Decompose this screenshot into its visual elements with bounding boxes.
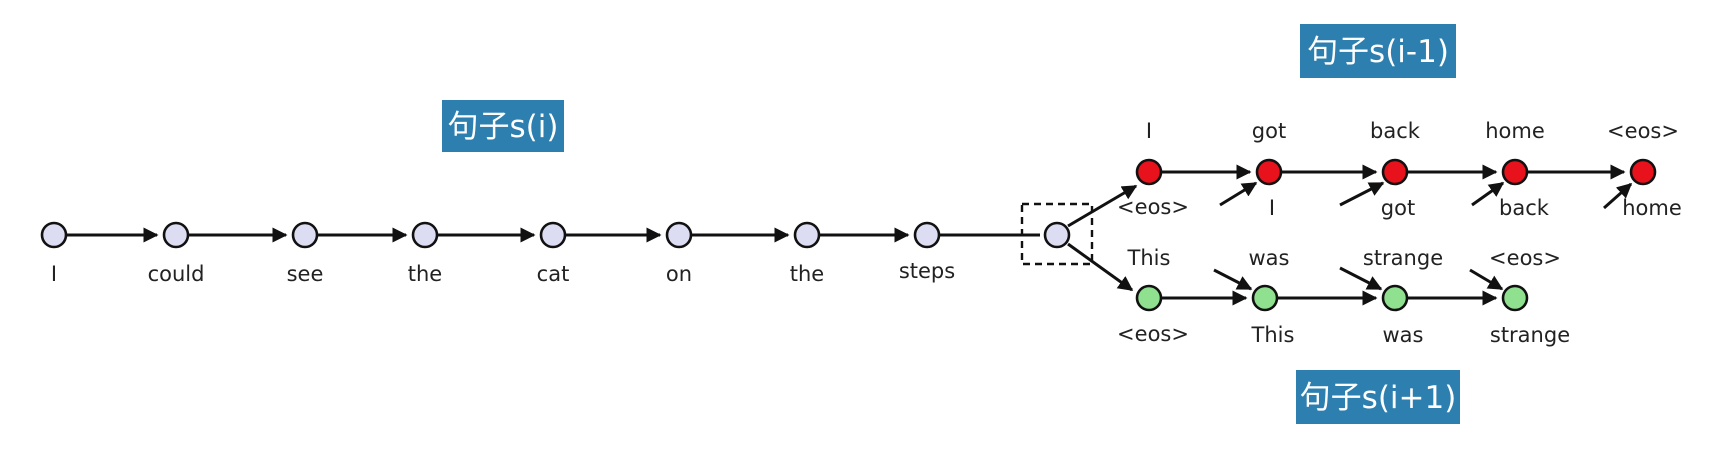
tag-sentence-i-text: 句子s(i): [448, 109, 559, 145]
decoder-prev-input-edge: [1471, 181, 1505, 207]
encoder-word: the: [408, 262, 442, 286]
decoder-next-input-word: <eos>: [1117, 322, 1189, 346]
encoder-node: [913, 221, 941, 249]
decoder-next-input-word: strange: [1490, 323, 1570, 347]
decoder-prev-node: [1501, 158, 1529, 186]
decoder-next-word: <eos>: [1489, 246, 1561, 270]
decoder-next-word: strange: [1363, 246, 1443, 270]
decoder-prev-input-words: <eos> I got back home: [1117, 195, 1682, 220]
encoder-chain: I could see the cat on the steps: [40, 221, 1040, 286]
decoder-prev-chain: I got back home <eos> <eos> I got back h…: [1117, 119, 1682, 220]
decoder-prev-word: home: [1485, 119, 1545, 143]
decoder-prev-input-word: I: [1269, 196, 1275, 220]
decoder-next-input-word: was: [1383, 323, 1424, 347]
decoder-prev-node: [1381, 158, 1409, 186]
encoder-node: [162, 221, 190, 249]
decoder-prev-top-words: I got back home <eos>: [1146, 119, 1679, 143]
tag-sentence-prev: 句子s(i-1): [1300, 24, 1456, 78]
decoder-prev-input-edge: [1603, 182, 1633, 210]
encoder-node: [40, 221, 68, 249]
decoder-prev-node: [1255, 158, 1283, 186]
tag-sentence-prev-text: 句子s(i-1): [1307, 34, 1449, 70]
encoder-word: steps: [899, 259, 955, 283]
decoder-prev-word: got: [1252, 119, 1286, 143]
decoder-prev-nodes: [1135, 158, 1657, 186]
encoder-word: see: [287, 262, 324, 286]
encoder-node: [539, 221, 567, 249]
encoder-node: [291, 221, 319, 249]
decoder-next-input-words: <eos> This was strange: [1117, 322, 1570, 347]
decoder-next-word: was: [1249, 246, 1290, 270]
decoder-next-nodes: [1135, 284, 1529, 312]
tag-sentence-prev-box: [1300, 24, 1456, 78]
encoder-nodes: [40, 221, 941, 249]
decoder-prev-input-word: back: [1499, 196, 1550, 220]
decoder-next-word: This: [1127, 246, 1171, 270]
decoder-next-input-edge: [1469, 268, 1504, 291]
sentence-vector-node: [1043, 221, 1071, 249]
decoder-prev-input-word: <eos>: [1117, 195, 1189, 219]
branch-edge-prev: [1067, 184, 1138, 228]
decoder-prev-node: [1135, 158, 1163, 186]
sentence-vector-box: [1020, 202, 1094, 266]
decoder-next-node: [1501, 284, 1529, 312]
decoder-next-node: [1251, 284, 1279, 312]
encoder-node: [665, 221, 693, 249]
encoder-node: [793, 221, 821, 249]
decoder-next-chain: This was strange <eos> <eos> This was st…: [1117, 246, 1570, 347]
tag-sentence-next: 句子s(i+1): [1296, 370, 1460, 424]
decoder-prev-word: I: [1146, 119, 1152, 143]
decoder-next-input-edge: [1339, 266, 1383, 291]
decoder-prev-input-word: got: [1381, 196, 1415, 220]
decoder-prev-input-edge: [1219, 181, 1258, 207]
decoder-next-node: [1135, 284, 1163, 312]
decoder-next-input-edges: [1213, 266, 1504, 291]
decoder-next-node: [1381, 284, 1409, 312]
tag-sentence-next-text: 句子s(i+1): [1300, 380, 1457, 416]
decoder-prev-word: <eos>: [1607, 119, 1679, 143]
encoder-node: [411, 221, 439, 249]
encoder-word: on: [666, 262, 692, 286]
decoder-prev-input-edges: [1219, 181, 1633, 210]
decoder-next-input-edge: [1213, 268, 1253, 291]
decoder-next-top-words: This was strange <eos>: [1127, 246, 1561, 270]
decoder-prev-node: [1629, 158, 1657, 186]
encoder-word: the: [790, 262, 824, 286]
decoder-prev-input-edge: [1339, 181, 1385, 207]
sentence-vector: [1020, 184, 1138, 292]
decoder-prev-word: back: [1370, 119, 1421, 143]
encoder-word: could: [148, 262, 205, 286]
decoder-prev-input-word: home: [1622, 196, 1682, 220]
branch-edge-next: [1067, 242, 1134, 292]
tag-sentence-i: 句子s(i): [442, 100, 564, 152]
encoder-words: I could see the cat on the steps: [51, 259, 955, 286]
encoder-word: I: [51, 262, 57, 286]
decoder-next-input-word: This: [1251, 323, 1295, 347]
tag-sentence-next-box: [1296, 370, 1460, 424]
encoder-word: cat: [537, 262, 570, 286]
tag-sentence-i-box: [442, 100, 564, 152]
